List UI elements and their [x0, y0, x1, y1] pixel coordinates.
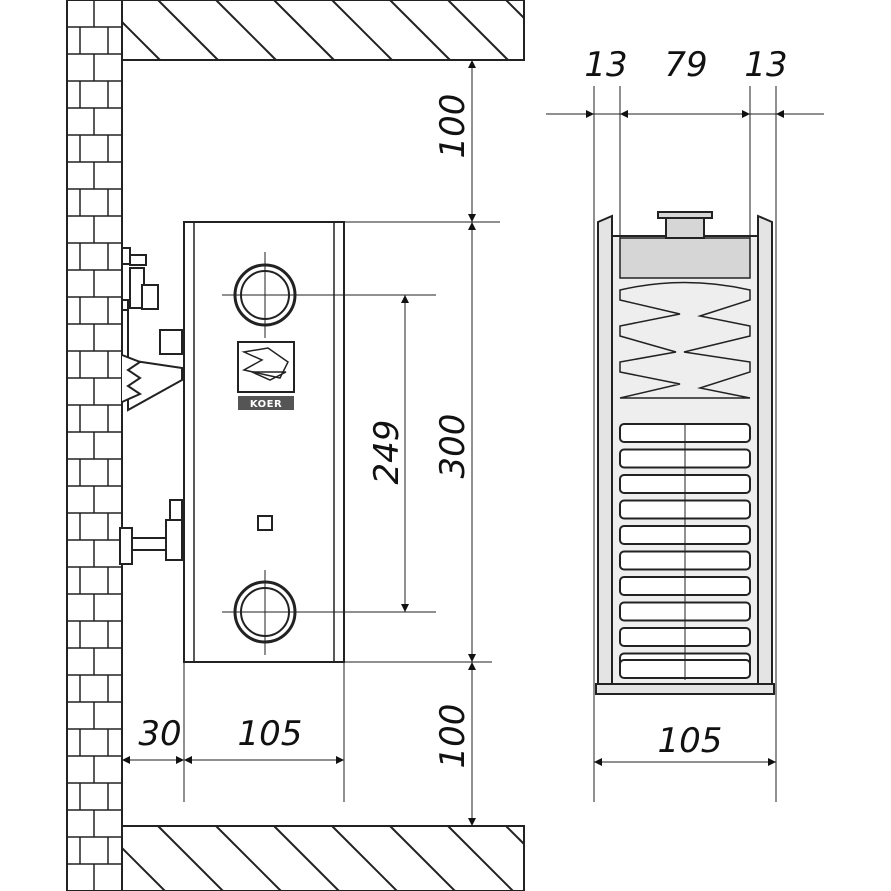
hatch-line [505, 825, 525, 845]
upper-wall-bracket [121, 247, 183, 412]
hatch-line [447, 825, 514, 891]
hatch-line [273, 0, 335, 61]
dim-depth-section: 105 [658, 721, 723, 761]
logo-text: KOER [250, 399, 282, 410]
radiator-cross-section [595, 211, 775, 695]
hatch-line [157, 0, 219, 61]
hatch-line [505, 0, 525, 19]
dim-top-clearance: 100 [433, 94, 473, 159]
hatch-line [157, 825, 224, 891]
hatch-line [121, 21, 161, 61]
hatch-line [215, 0, 277, 61]
hatch-line [331, 0, 393, 61]
dim-connection-spacing: 249 [367, 420, 407, 485]
dim-depth-side: 105 [238, 714, 303, 754]
fish-logo-icon: KOER [237, 341, 295, 410]
floor-slab [121, 825, 525, 891]
brick-wall [66, 0, 123, 891]
hatch-line [215, 825, 282, 891]
hatch-line [389, 0, 451, 61]
dim-height: 300 [433, 414, 473, 479]
hatch-line [273, 825, 340, 891]
hatch-line [331, 825, 398, 891]
dim-flange-right: 13 [744, 45, 787, 85]
section-dimension-lines [546, 86, 824, 802]
dim-core-width: 79 [664, 45, 707, 85]
hatch-line [121, 847, 166, 891]
dim-wall-gap: 30 [138, 714, 181, 754]
dim-flange-left: 13 [584, 45, 627, 85]
ceiling-slab [121, 0, 525, 61]
lower-wall-bracket [119, 499, 183, 565]
dim-bottom-clearance: 100 [433, 704, 473, 769]
side-dimension-lines [122, 60, 500, 826]
radiator-side-view: KOER [119, 221, 436, 663]
air-vent-icon [257, 515, 273, 531]
hatch-line [447, 0, 509, 61]
hatch-line [389, 825, 456, 891]
water-channels [619, 423, 751, 680]
